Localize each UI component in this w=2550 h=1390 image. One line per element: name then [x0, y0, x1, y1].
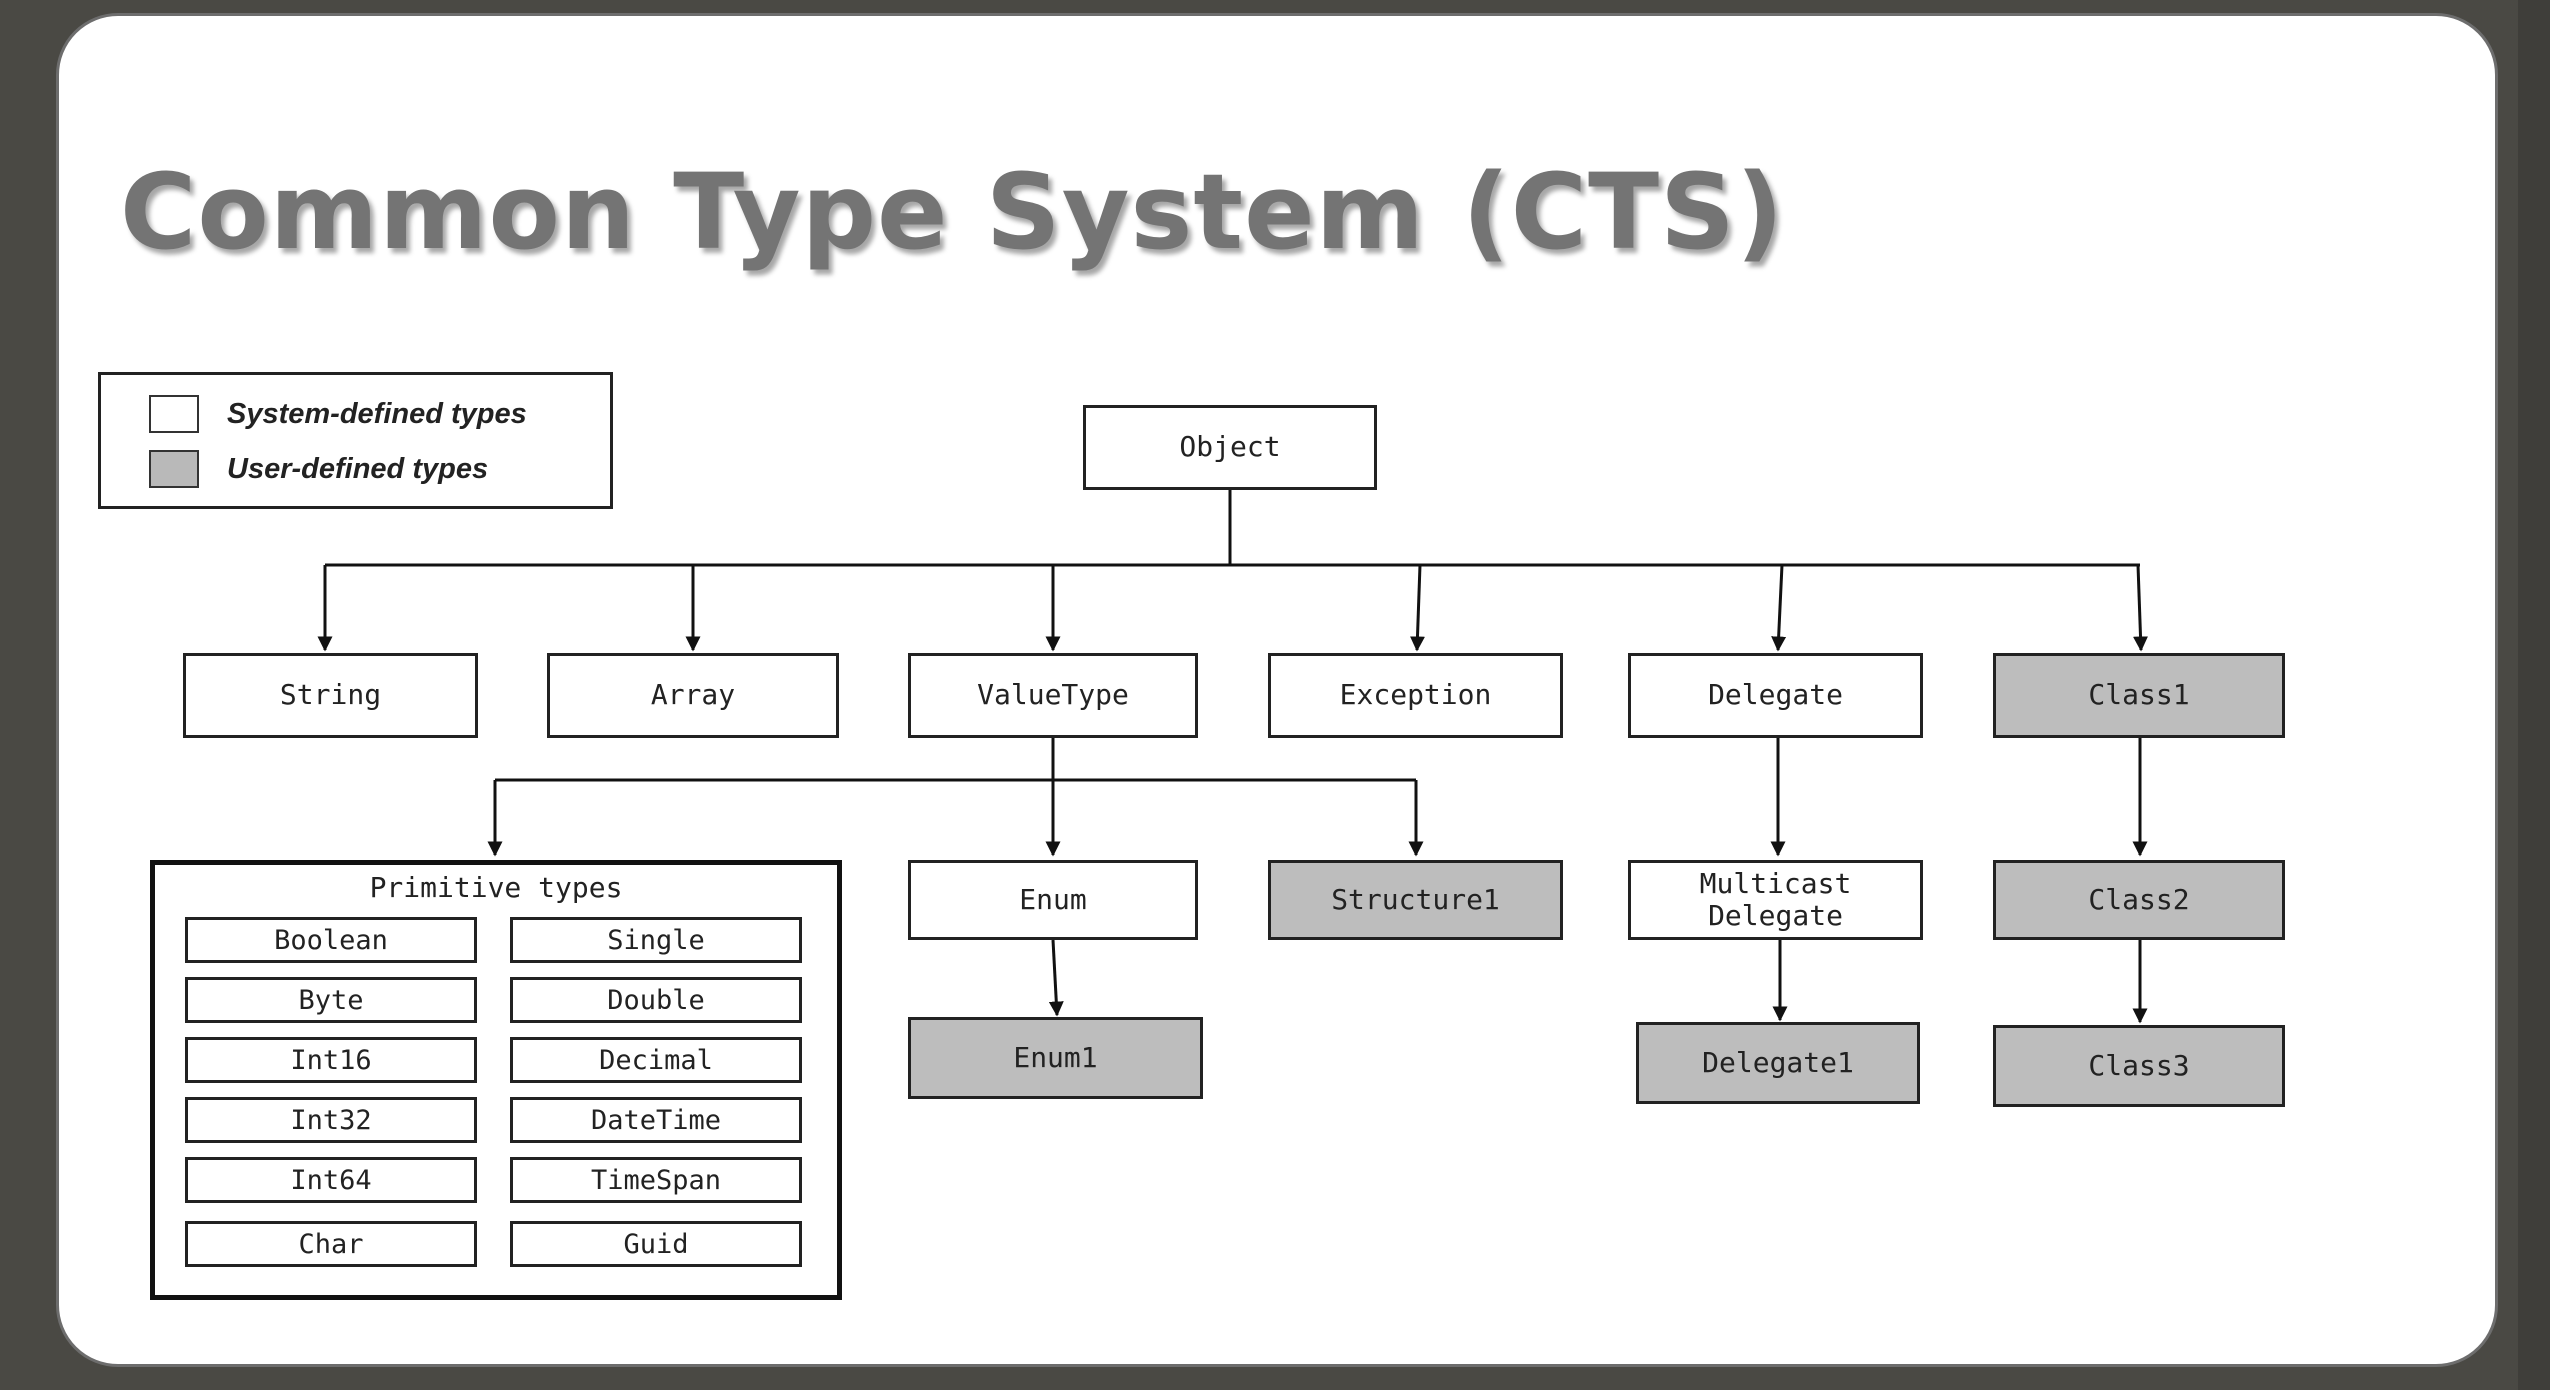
primitive-type: DateTime — [510, 1097, 802, 1143]
node-enum: Enum — [908, 860, 1198, 940]
node-array: Array — [547, 653, 839, 738]
node-class2: Class2 — [1993, 860, 2285, 940]
node-enum1: Enum1 — [908, 1017, 1203, 1099]
primitive-type: Boolean — [185, 917, 477, 963]
legend-swatch-user — [149, 450, 199, 488]
primitive-type: Int32 — [185, 1097, 477, 1143]
node-structure1: Structure1 — [1268, 860, 1563, 940]
legend-row-system: System-defined types — [149, 395, 527, 433]
primitive-type: Byte — [185, 977, 477, 1023]
node-object: Object — [1083, 405, 1377, 490]
primitive-types-title: Primitive types — [369, 871, 623, 904]
legend-label-user: User-defined types — [227, 452, 489, 485]
primitive-type: Int64 — [185, 1157, 477, 1203]
node-delegate1: Delegate1 — [1636, 1022, 1920, 1104]
node-exception: Exception — [1268, 653, 1563, 738]
primitive-type: Int16 — [185, 1037, 477, 1083]
primitive-type: Double — [510, 977, 802, 1023]
node-valuetype: ValueType — [908, 653, 1198, 738]
node-multicast-delegate: Multicast Delegate — [1628, 860, 1923, 940]
primitive-type: Guid — [510, 1221, 802, 1267]
right-edge-strip — [2518, 0, 2550, 1390]
primitive-type: TimeSpan — [510, 1157, 802, 1203]
node-delegate: Delegate — [1628, 653, 1923, 738]
page-title: Common Type System (CTS) — [120, 151, 1785, 273]
primitive-type: Single — [510, 917, 802, 963]
arrow-to-delegate — [1771, 564, 1787, 652]
primitive-type: Char — [185, 1221, 477, 1267]
arrow-to-exception — [1409, 564, 1425, 652]
node-class3: Class3 — [1993, 1025, 2285, 1107]
legend-swatch-system — [149, 395, 199, 433]
legend-row-user: User-defined types — [149, 450, 488, 488]
primitive-types-group: Primitive types Boolean Byte Int16 Int32… — [150, 860, 842, 1300]
legend: System-defined types User-defined types — [98, 372, 613, 509]
arrow-to-enum1 — [1048, 939, 1064, 1017]
arrow-to-class1 — [2133, 564, 2149, 652]
primitive-type: Decimal — [510, 1037, 802, 1083]
node-class1: Class1 — [1993, 653, 2285, 738]
legend-label-system: System-defined types — [227, 397, 527, 430]
node-string: String — [183, 653, 478, 738]
